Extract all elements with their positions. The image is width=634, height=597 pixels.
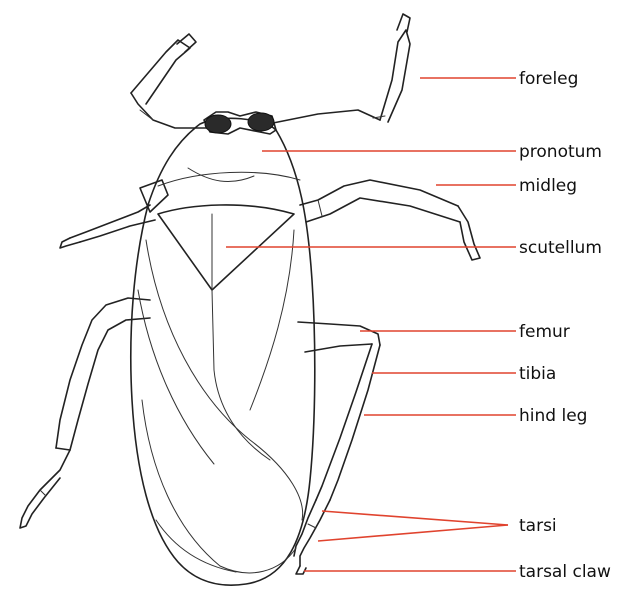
label-pronotum: pronotum xyxy=(519,142,602,162)
label-tarsal-claw: tarsal claw xyxy=(519,562,611,582)
left-foreleg xyxy=(131,34,208,128)
label-femur: femur xyxy=(519,322,570,342)
label-foreleg: foreleg xyxy=(519,69,578,89)
head xyxy=(204,112,276,134)
label-tibia: tibia xyxy=(519,364,556,384)
label-hind-leg: hind leg xyxy=(519,406,587,426)
insect-illustration xyxy=(20,14,480,585)
left-midleg xyxy=(60,180,168,248)
right-midleg xyxy=(300,180,480,260)
leader-tarsi-upper xyxy=(322,511,508,525)
label-midleg: midleg xyxy=(519,176,577,196)
label-scutellum: scutellum xyxy=(519,238,602,258)
labels: foreleg pronotum midleg scutellum femur … xyxy=(519,69,611,582)
label-tarsi: tarsi xyxy=(519,516,557,536)
left-eye xyxy=(205,115,231,133)
leader-tarsi-lower xyxy=(318,525,508,541)
leader-lines xyxy=(226,78,516,571)
body xyxy=(131,118,315,585)
right-eye xyxy=(248,113,274,131)
right-foreleg xyxy=(268,14,410,124)
